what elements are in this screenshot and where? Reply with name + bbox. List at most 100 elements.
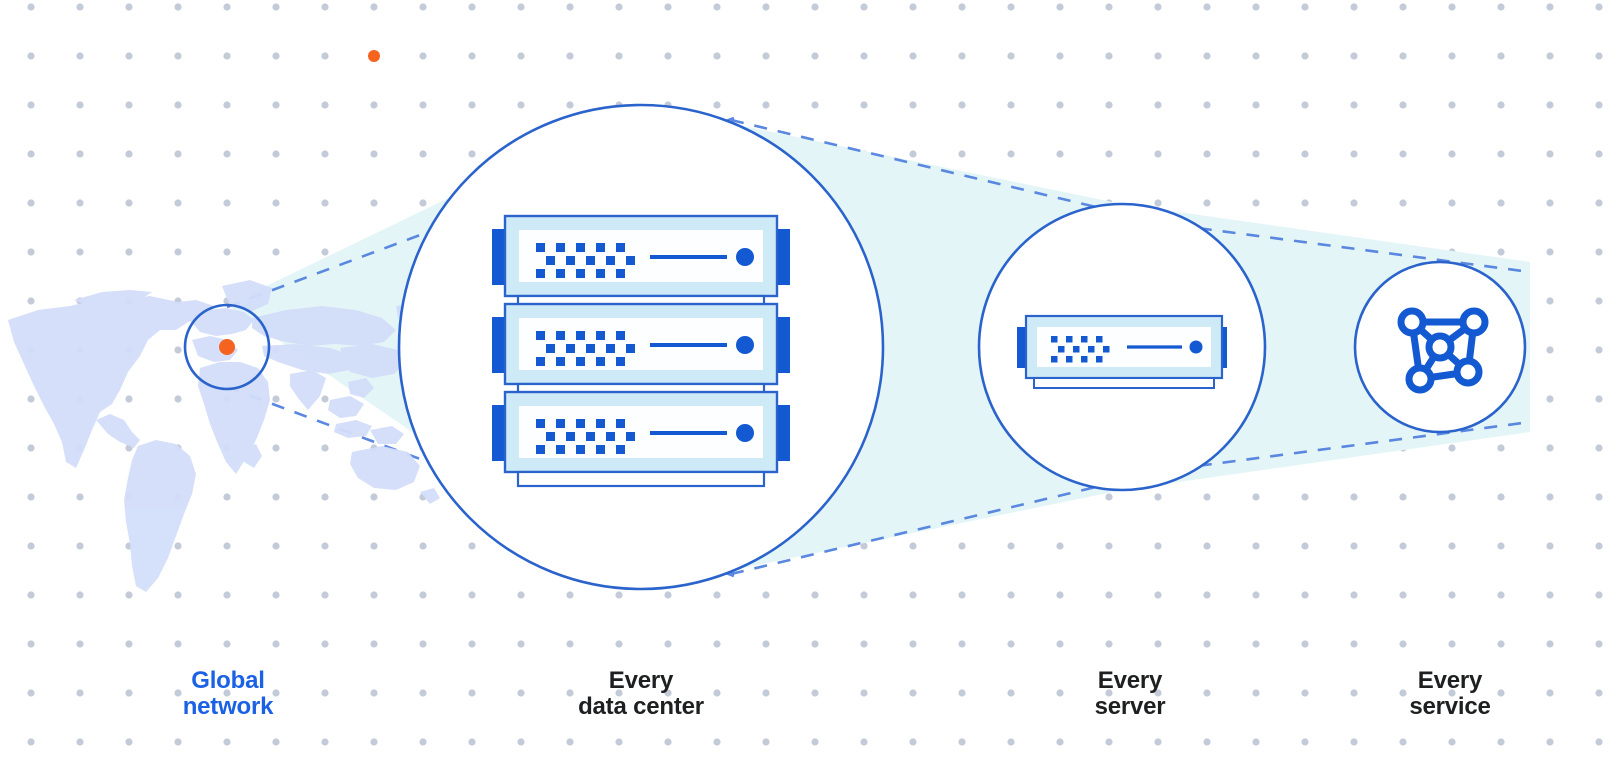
grid-dot (174, 52, 182, 60)
grid-dot (1252, 199, 1260, 207)
cone-line-top-3 (1174, 223, 1531, 274)
grid-dot (1252, 640, 1260, 648)
grid-dot (1252, 591, 1260, 599)
label-every-data-center: Every data center (578, 667, 704, 720)
grid-dot (1252, 738, 1260, 746)
rack-unit-1 (492, 214, 790, 298)
grid-dot (1399, 199, 1407, 207)
grid-dot (811, 689, 819, 697)
grid-dot (1203, 52, 1211, 60)
grid-dot (909, 52, 917, 60)
grid-dot (762, 591, 770, 599)
grid-dot (1252, 542, 1260, 550)
grid-dot (419, 101, 427, 109)
grid-dot (27, 297, 35, 305)
grid-dot (566, 689, 574, 697)
grid-dot (762, 738, 770, 746)
grid-dot (1448, 493, 1456, 501)
grid-dot (1497, 150, 1505, 158)
grid-dot (1105, 493, 1113, 501)
grid-dot (566, 52, 574, 60)
grid-dot (1252, 150, 1260, 158)
grid-dot (76, 640, 84, 648)
grid-dot (1203, 101, 1211, 109)
grid-dot (1595, 395, 1603, 403)
grid-dot (1546, 248, 1554, 256)
grid-dot (174, 640, 182, 648)
grid-dot (76, 542, 84, 550)
grid-dot (1252, 689, 1260, 697)
grid-dot (174, 591, 182, 599)
grid-dot (370, 3, 378, 11)
grid-dot (321, 248, 329, 256)
single-server-base (1033, 377, 1215, 389)
grid-dot (566, 3, 574, 11)
grid-dot (27, 444, 35, 452)
grid-dot (909, 542, 917, 550)
grid-dot (909, 101, 917, 109)
grid-dot (174, 248, 182, 256)
grid-dot (272, 52, 280, 60)
grid-dot (1595, 297, 1603, 305)
grid-dot (1448, 689, 1456, 697)
grid-dot (1546, 689, 1554, 697)
grid-dot (27, 101, 35, 109)
grid-dot (566, 591, 574, 599)
grid-dot (76, 52, 84, 60)
grid-dot (468, 542, 476, 550)
grid-dot (1595, 542, 1603, 550)
grid-dot (1399, 52, 1407, 60)
grid-dot (1203, 493, 1211, 501)
grid-dot (664, 640, 672, 648)
grid-dot (1154, 542, 1162, 550)
grid-dot (1595, 101, 1603, 109)
grid-dot (713, 3, 721, 11)
grid-dot (1301, 542, 1309, 550)
grid-dot (1448, 444, 1456, 452)
grid-dot (1595, 199, 1603, 207)
grid-dot (1350, 640, 1358, 648)
grid-dot (1497, 493, 1505, 501)
grid-dot (370, 493, 378, 501)
grid-dot (370, 738, 378, 746)
grid-dot (370, 199, 378, 207)
grid-dot (27, 248, 35, 256)
grid-dot (76, 101, 84, 109)
grid-dot (1497, 101, 1505, 109)
grid-dot (272, 738, 280, 746)
grid-dot (223, 52, 231, 60)
grid-dot (321, 542, 329, 550)
grid-dot (1546, 52, 1554, 60)
grid-dot (1252, 101, 1260, 109)
grid-dot (664, 591, 672, 599)
grid-dot (321, 640, 329, 648)
grid-dot (321, 493, 329, 501)
grid-dot (1056, 3, 1064, 11)
grid-dot (419, 640, 427, 648)
grid-dot (860, 738, 868, 746)
grid-dot (125, 640, 133, 648)
grid-dot (1105, 542, 1113, 550)
grid-dot (762, 101, 770, 109)
grid-dot (1350, 738, 1358, 746)
grid-dot (468, 150, 476, 158)
grid-dot (1203, 738, 1211, 746)
grid-dot (1105, 640, 1113, 648)
grid-dot (1497, 738, 1505, 746)
grid-dot (174, 101, 182, 109)
grid-dot (664, 52, 672, 60)
grid-dot (1154, 199, 1162, 207)
grid-dot (1595, 738, 1603, 746)
grid-dot (1105, 738, 1113, 746)
grid-dot (1105, 689, 1113, 697)
grid-dot (468, 3, 476, 11)
grid-dot (174, 346, 182, 354)
grid-dot (321, 738, 329, 746)
grid-dot (1448, 150, 1456, 158)
grid-dot (419, 591, 427, 599)
grid-dot (1252, 52, 1260, 60)
label-global-network: Global network (182, 667, 274, 720)
grid-dot (1448, 542, 1456, 550)
grid-dot (1056, 689, 1064, 697)
grid-dot (1546, 150, 1554, 158)
